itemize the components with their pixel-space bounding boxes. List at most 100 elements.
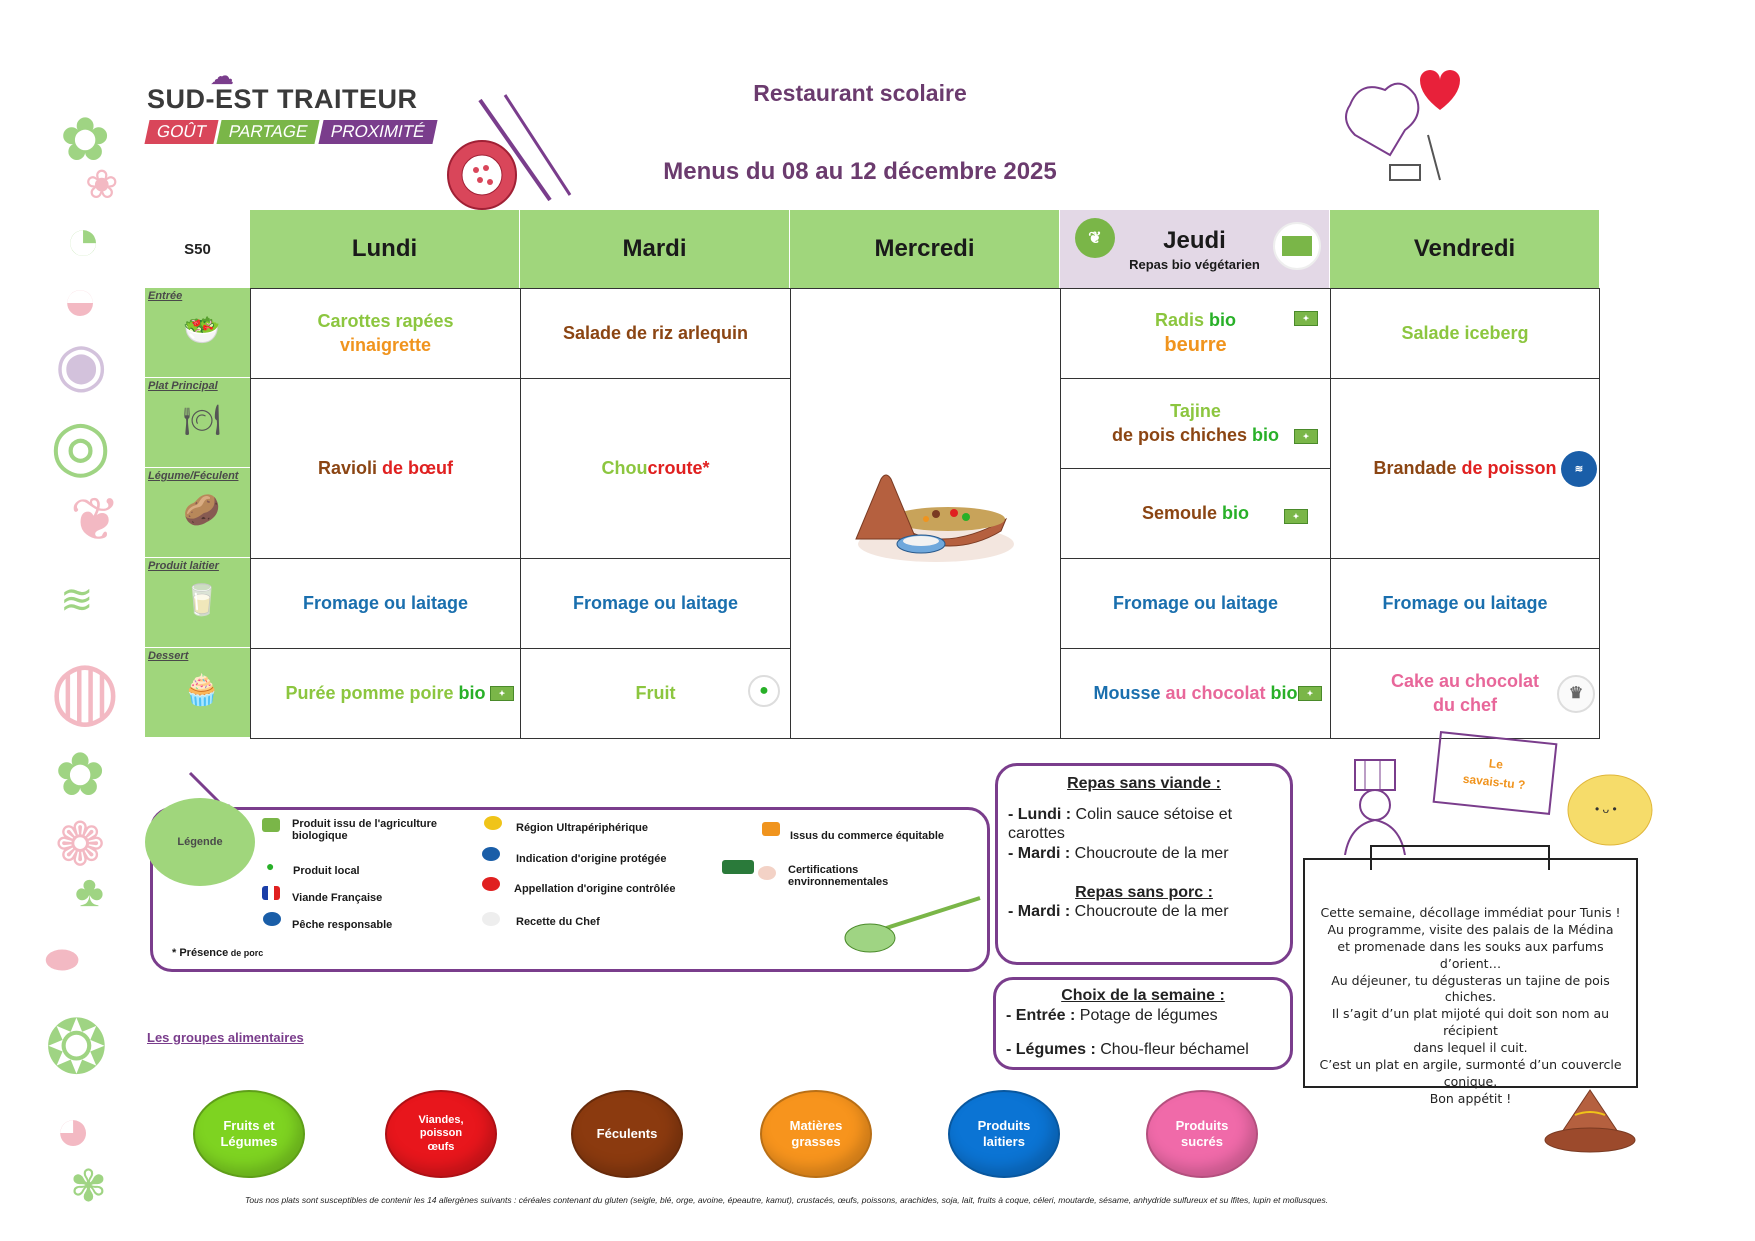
header-mardi: Mardi: [520, 210, 790, 288]
svg-text:• ᴗ •: • ᴗ •: [1595, 802, 1617, 816]
legend-box: [150, 807, 990, 972]
day-jeudi-subtitle: Repas bio végétarien: [1129, 256, 1260, 272]
lundi-entree-main: Carottes rapées: [317, 311, 454, 332]
day-lundi: Lundi: [351, 235, 418, 262]
mercredi-cell: [790, 288, 1061, 739]
groups-link[interactable]: Les groupes alimentaires: [147, 1030, 304, 1045]
choix-semaine-box: Choix de la semaine : - Entrée : Potage …: [993, 977, 1293, 1070]
logo-name: SUD-EST TRAITEUR: [147, 84, 418, 114]
chef-hat-heart-icon: [1345, 70, 1460, 181]
sans-viande-mardi-text: Choucroute de la mer: [1070, 844, 1229, 862]
story-line: Il s’agit d’un plat mijoté qui doit son …: [1331, 1006, 1610, 1039]
lundi-laitier: Fromage ou laitage: [250, 558, 521, 649]
lundi-laitier-text: Fromage ou laitage: [302, 592, 469, 613]
pepper-decoration-icon: ❦: [70, 486, 121, 553]
bio-leaf-icon: ✦: [1298, 686, 1322, 701]
plate-cutlery-icon: 🍽: [183, 404, 222, 437]
story-line: Cette semaine, décollage immédiat pour T…: [1320, 905, 1621, 920]
story-line: dans lequel il cuit.: [1413, 1040, 1528, 1055]
category-plat-label: Plat Principal: [148, 380, 218, 392]
vendredi-entree-text: Salade iceberg: [1401, 322, 1529, 343]
category-dessert: Dessert 🧁: [145, 648, 250, 738]
category-entree-label: Entrée: [148, 290, 183, 302]
lundi-dessert: Purée pomme poire bio ✦: [250, 648, 521, 739]
sans-porc-mardi-label: - Mardi :: [1008, 902, 1071, 920]
group-matieres-grasses: Matières grasses: [760, 1090, 872, 1178]
vendredi-dessert-chef: du chef: [1432, 694, 1497, 715]
header-lundi: Lundi: [250, 210, 520, 288]
tajine-pot-icon: [1544, 1089, 1636, 1153]
category-laitier: Produit laitier 🥛: [145, 558, 250, 648]
bio-leaf-icon: ✦: [1294, 429, 1318, 444]
chef-hat-icon: [482, 912, 500, 926]
vendredi-entree: Salade iceberg: [1330, 288, 1600, 379]
story-line: conique.: [1443, 1073, 1498, 1089]
jeudi-plat-main: Tajine: [1170, 401, 1221, 422]
sans-porc-mardi-text: Choucroute de la mer: [1070, 902, 1229, 920]
story-line: C’est un plat en argile, surmonté d’un c…: [1319, 1056, 1622, 1072]
bio-leaf-icon: ✦: [1294, 311, 1318, 326]
region-ultraperipherique-icon: [484, 816, 502, 830]
vendredi-plat: Brandade de poisson ≋: [1330, 378, 1600, 559]
chef-hat-icon: ♛: [1557, 675, 1595, 713]
allergen-footnote: Tous nos plats sont susceptibles de cont…: [245, 1195, 1329, 1205]
logo-tag-partage: PARTAGE: [216, 120, 321, 144]
local-pin-icon: ●: [266, 858, 275, 874]
legend-item-peche: Pêche responsable: [292, 919, 393, 931]
mardi-laitier: Fromage ou laitage: [520, 558, 791, 649]
legend-item-env: Certifications environnementales: [788, 864, 889, 888]
story-line: Bon appétit !: [1429, 1090, 1512, 1106]
choix-entree: - Entrée : Potage de légumes: [1006, 1006, 1280, 1026]
jeudi-entree-bio: bio: [1204, 309, 1237, 330]
header-vendredi: Vendredi: [1330, 210, 1600, 288]
sans-viande-mardi: - Mardi : Choucroute de la mer: [1008, 844, 1280, 863]
choix-legumes: - Légumes : Chou-fleur béchamel: [1006, 1040, 1280, 1060]
day-mardi: Mardi: [622, 235, 687, 262]
choix-legumes-label: - Légumes :: [1006, 1041, 1096, 1058]
salad-plate-icon: 🥗: [183, 314, 221, 347]
jeudi-entree-butter: beurre: [1164, 334, 1227, 357]
jeudi-legume: Semoule bio ✦: [1060, 468, 1331, 559]
jeudi-dessert: Mousse au chocolat bio ✦: [1060, 648, 1331, 739]
day-jeudi: Jeudi: [1163, 226, 1226, 254]
group-produits-laitiers: Produits laitiers: [948, 1090, 1060, 1178]
jeudi-dessert-choc: au chocolat: [1160, 682, 1266, 703]
lundi-dessert-main: Purée pomme poire: [285, 682, 454, 703]
lundi-plat-main: Ravioli: [317, 457, 378, 478]
logo-cloche-icon: ☁: [210, 63, 234, 90]
jeudi-laitier-text: Fromage ou laitage: [1112, 592, 1279, 613]
week-label: S50: [184, 240, 211, 258]
pork-note-b: de porc: [228, 948, 264, 958]
sans-viande-lundi-text: Colin sauce sétoise et carottes: [1008, 806, 1233, 843]
commerce-equitable-icon: [762, 822, 780, 836]
category-legume-label: Légume/Féculent: [148, 470, 239, 482]
certification-hve-icon: [758, 866, 776, 880]
cupcake-icon: 🧁: [183, 674, 221, 707]
sans-porc-mardi: - Mardi : Choucroute de la mer: [1008, 902, 1280, 921]
legend-item-igp: Indication d'origine protégée: [516, 853, 667, 865]
legend-item-local: Produit local: [293, 865, 360, 877]
lundi-entree: Carottes rapées vinaigrette: [250, 288, 521, 379]
apple-decoration-icon: ◍: [50, 645, 120, 734]
viande-francaise-flag-icon: [262, 886, 280, 900]
story-board: Cette semaine, décollage immédiat pour T…: [1303, 858, 1638, 1106]
logo-tags: GOÛT PARTAGE PROXIMITÉ: [144, 120, 437, 144]
logo-tag-gout: GOÛT: [144, 120, 219, 144]
sans-viande-mardi-label: - Mardi :: [1008, 844, 1071, 862]
category-laitier-label: Produit laitier: [148, 560, 219, 572]
lundi-plat: Ravioli de bœuf: [250, 378, 521, 559]
legend-item-equitable: Issus du commerce équitable: [790, 830, 945, 842]
pork-note-a: * Présence: [172, 947, 229, 959]
page-subtitle: Menus du 08 au 12 décembre 2025: [663, 158, 1057, 185]
jeudi-legume-bio: bio: [1217, 502, 1250, 523]
category-legume: Légume/Féculent 🥔: [145, 468, 250, 558]
choix-entree-label: - Entrée :: [1006, 1007, 1076, 1024]
lime-decoration-icon: ◔: [65, 206, 102, 273]
group-produits-sucres: Produits sucrés: [1146, 1090, 1258, 1178]
vendredi-dessert: Cake au chocolat du chef ♛: [1330, 648, 1600, 739]
pork-note: * Présence de porc: [172, 947, 263, 959]
vendredi-plat-main: Brandade: [1373, 457, 1457, 478]
legend-item-bio: Produit issu de l'agriculture biologique: [292, 818, 438, 842]
choix-legumes-text: Chou-fleur béchamel: [1095, 1041, 1249, 1058]
category-entree: Entrée 🥗: [145, 288, 250, 378]
